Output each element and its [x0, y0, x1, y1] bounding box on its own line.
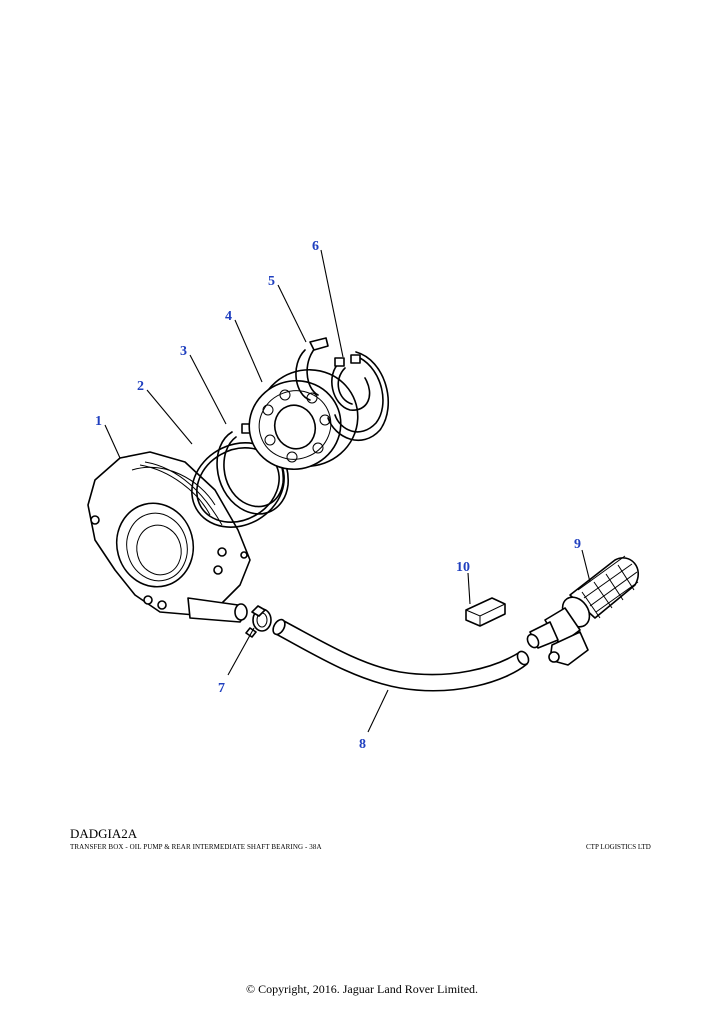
copyright-notice: © Copyright, 2016. Jaguar Land Rover Lim…	[245, 982, 479, 996]
part-5-circlip	[295, 337, 329, 401]
part-4-bearing	[248, 368, 359, 471]
callout-1: 1	[95, 414, 102, 429]
part-1-pump-housing	[87, 451, 251, 623]
callout-6: 6	[312, 239, 319, 254]
part-8-hose	[272, 618, 530, 692]
part-9-oil-strainer	[526, 555, 639, 666]
callout-8: 8	[359, 737, 366, 752]
diagram-code: DADGIA2A	[70, 826, 138, 841]
part-10-pad	[465, 597, 506, 627]
callout-3: 3	[180, 344, 187, 359]
diagram-title: TRANSFER BOX - OIL PUMP & REAR INTERMEDI…	[70, 843, 322, 851]
part-6-circlip	[327, 351, 389, 442]
callout-10: 10	[456, 560, 470, 575]
leader-lines	[104, 249, 591, 733]
vendor-name: CTP LOGISTICS LTD	[586, 843, 651, 851]
callout-9: 9	[574, 537, 581, 552]
callout-4: 4	[225, 309, 232, 324]
callout-2: 2	[137, 379, 144, 394]
callout-labels: 1 2 3 4 5 6 7 8 9 10	[95, 239, 581, 752]
callout-7: 7	[218, 681, 225, 696]
part-7-hose-clip	[245, 605, 272, 638]
callout-5: 5	[268, 274, 275, 289]
